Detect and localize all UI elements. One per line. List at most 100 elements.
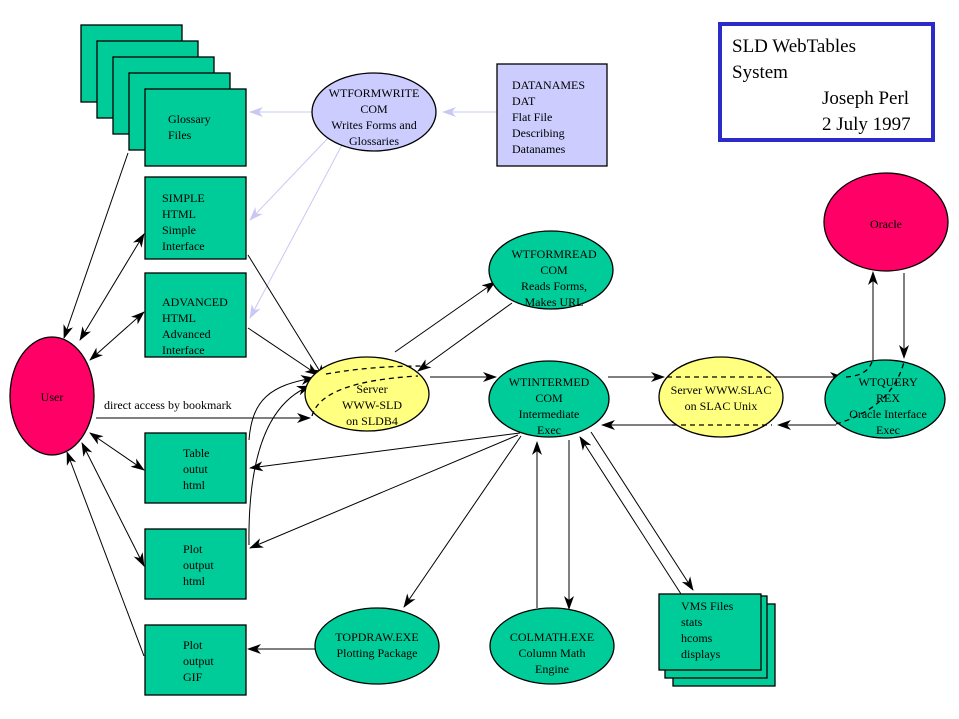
server-slac-line: on SLAC Unix xyxy=(685,399,758,413)
wtformread-line: Makes URL xyxy=(525,295,584,309)
edge-user-simple xyxy=(79,233,145,341)
wtquery-line: REX xyxy=(876,391,900,405)
edge-plot-to-server xyxy=(248,385,311,546)
edge-advanced-to-server xyxy=(247,327,319,376)
title-line: System xyxy=(732,62,788,83)
wtformwrite-line: COM xyxy=(360,102,388,116)
wtformread-node[interactable]: WTFORMREAD COM Reads Forms, Makes URL xyxy=(488,230,614,310)
colmath-line: Engine xyxy=(535,662,569,676)
datanames-file-node[interactable]: DATANAMES DAT Flat File Describing Datan… xyxy=(496,63,608,167)
edge-user-plot-html xyxy=(81,442,145,567)
table-output-line: outut xyxy=(183,462,208,476)
wtintermed-line: WTINTERMED xyxy=(509,375,590,389)
edge-wtformread-to-server xyxy=(417,302,513,372)
topdraw-line: TOPDRAW.EXE xyxy=(335,630,418,644)
edge-table-to-server xyxy=(248,375,315,441)
edge-gif-to-user xyxy=(66,451,145,657)
plot-output-gif-line: output xyxy=(183,654,214,668)
topdraw-node[interactable]: TOPDRAW.EXE Plotting Package xyxy=(314,607,440,685)
plot-output-html-node[interactable]: Plot output html xyxy=(144,528,247,600)
edge-wtintermed-to-vms xyxy=(590,431,694,591)
advanced-html-node[interactable]: ADVANCED HTML Advanced Interface xyxy=(144,272,247,358)
wtintermed-line: Intermediate xyxy=(519,407,580,421)
server-sld-line: Server xyxy=(356,382,387,396)
glossary-files-stack[interactable]: Glossary Files xyxy=(80,24,247,167)
oracle-label: Oracle xyxy=(870,217,902,231)
simple-html-line: Simple xyxy=(162,223,196,237)
colmath-line: Column Math xyxy=(518,646,585,660)
wtintermed-line: Exec xyxy=(537,423,561,437)
plot-output-gif-node[interactable]: Plot output GIF xyxy=(144,624,247,696)
wtquery-node[interactable]: WTQUERY REX Oracle Interface Exec xyxy=(824,359,946,439)
edge-user-table xyxy=(89,432,145,471)
datanames-line: Datanames xyxy=(512,142,566,156)
vms-files-line: hcoms xyxy=(681,631,713,645)
edge-user-advanced xyxy=(89,311,145,361)
edge-glossary-to-user xyxy=(63,152,129,339)
colmath-line: COLMATH.EXE xyxy=(510,630,594,644)
wtformread-line: Reads Forms, xyxy=(521,279,587,293)
advanced-html-line: ADVANCED xyxy=(162,295,228,309)
edge-wtformwrite-to-advanced xyxy=(249,144,343,319)
title-box: SLD WebTables System Joseph Perl 2 July … xyxy=(718,22,935,142)
server-sld-node[interactable]: Server WWW-SLD on SLDB4 xyxy=(304,356,430,432)
edge-server-to-wtformread xyxy=(394,281,496,353)
bookmark-edge-label: direct access by bookmark xyxy=(104,398,232,412)
plot-output-html-line: Plot xyxy=(183,542,203,556)
wtformwrite-line: WTFORMWRITE xyxy=(329,86,420,100)
wtquery-line: WTQUERY xyxy=(858,375,918,389)
advanced-html-line: Interface xyxy=(162,343,205,357)
simple-html-line: Interface xyxy=(162,239,205,253)
datanames-line: Flat File xyxy=(512,110,552,124)
topdraw-line: Plotting Package xyxy=(337,646,418,660)
datanames-line: Describing xyxy=(512,126,565,140)
wtintermed-node[interactable]: WTINTERMED COM Intermediate Exec xyxy=(488,360,610,438)
simple-html-line: HTML xyxy=(162,207,196,221)
table-output-line: Table xyxy=(183,446,209,460)
advanced-html-line: Advanced xyxy=(162,327,211,341)
edge-wtintermed-to-table xyxy=(249,432,521,472)
title-line: SLD WebTables xyxy=(732,36,856,57)
table-output-line: html xyxy=(183,478,206,492)
server-slac-line: Server WWW.SLAC xyxy=(671,383,772,397)
edge-simple-to-server xyxy=(247,254,325,379)
plot-output-html-line: html xyxy=(183,574,206,588)
oracle-node[interactable]: Oracle xyxy=(823,172,949,272)
glossary-files-line: Files xyxy=(168,128,192,142)
edge-wtintermed-to-plot xyxy=(249,434,519,549)
server-slac-node[interactable]: Server WWW.SLAC on SLAC Unix xyxy=(658,356,784,438)
table-output-node[interactable]: Table outut html xyxy=(144,432,247,504)
wtformwrite-node[interactable]: WTFORMWRITE COM Writes Forms and Glossar… xyxy=(311,72,437,152)
server-sld-line: on SLDB4 xyxy=(346,414,398,428)
wtformread-line: WTFORMREAD xyxy=(511,247,597,261)
wtintermed-line: COM xyxy=(535,391,563,405)
author-line: Joseph Perl xyxy=(822,88,909,109)
date-line: 2 July 1997 xyxy=(822,114,911,135)
edge-vms-to-wtintermed xyxy=(579,436,682,595)
user-node[interactable]: User xyxy=(9,336,95,456)
user-label: User xyxy=(41,390,64,404)
vms-files-stack[interactable]: VMS Files stats hcoms displays xyxy=(658,593,776,687)
advanced-html-line: HTML xyxy=(162,311,196,325)
wtformwrite-line: Glossaries xyxy=(349,134,399,148)
edge-wtformwrite-to-simple xyxy=(249,137,329,221)
colmath-node[interactable]: COLMATH.EXE Column Math Engine xyxy=(489,607,615,685)
datanames-line: DATANAMES xyxy=(512,78,585,92)
server-sld-line: WWW-SLD xyxy=(342,398,402,412)
plot-output-gif-line: GIF xyxy=(183,670,203,684)
wtformread-line: COM xyxy=(540,263,568,277)
wtquery-line: Oracle Interface xyxy=(849,407,927,421)
glossary-files-line: Glossary xyxy=(168,112,211,126)
simple-html-line: SIMPLE xyxy=(162,191,205,205)
plot-output-gif-line: Plot xyxy=(183,638,203,652)
vms-files-line: stats xyxy=(681,615,703,629)
vms-files-line: displays xyxy=(681,647,721,661)
simple-html-node[interactable]: SIMPLE HTML Simple Interface xyxy=(144,176,247,260)
wtformwrite-line: Writes Forms and xyxy=(331,118,417,132)
datanames-line: DAT xyxy=(512,94,536,108)
edges xyxy=(63,107,909,657)
wtquery-line: Exec xyxy=(876,423,900,437)
edge-wtintermed-to-topdraw xyxy=(403,435,522,608)
plot-output-html-line: output xyxy=(183,558,214,572)
